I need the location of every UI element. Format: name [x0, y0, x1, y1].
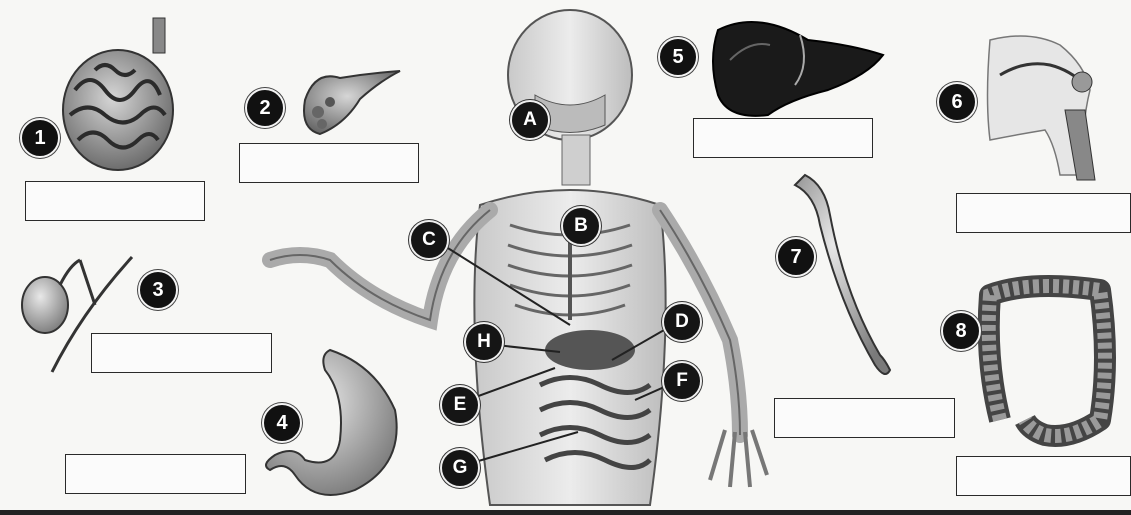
answer-box-2[interactable]	[239, 143, 419, 183]
mouth-illustration	[988, 36, 1096, 180]
organ-number-4: 4	[262, 403, 302, 443]
answer-box-4[interactable]	[65, 454, 246, 494]
body-label-G: G	[440, 448, 480, 488]
answer-box-3[interactable]	[91, 333, 272, 373]
answer-box-7[interactable]	[774, 398, 955, 438]
organ-number-7: 7	[776, 237, 816, 277]
body-label-C: C	[409, 220, 449, 260]
esophagus-illustration	[795, 175, 890, 374]
pancreas-illustration	[304, 71, 400, 134]
organ-number-1: 1	[20, 118, 60, 158]
organ-number-6: 6	[937, 82, 977, 122]
answer-box-8[interactable]	[956, 456, 1131, 496]
body-label-F: F	[662, 361, 702, 401]
body-label-H: H	[464, 322, 504, 362]
bottom-border	[0, 510, 1131, 515]
body-label-D: D	[662, 302, 702, 342]
small-intestine-illustration	[63, 18, 173, 170]
answer-box-5[interactable]	[693, 118, 873, 158]
organ-number-5: 5	[658, 37, 698, 77]
answer-box-6[interactable]	[956, 193, 1131, 233]
organ-number-8: 8	[941, 311, 981, 351]
body-label-B: B	[561, 206, 601, 246]
organ-number-2: 2	[245, 88, 285, 128]
organ-number-3: 3	[138, 270, 178, 310]
body-label-A: A	[510, 100, 550, 140]
body-label-E: E	[440, 385, 480, 425]
answer-box-1[interactable]	[25, 181, 205, 221]
liver-illustration	[713, 22, 883, 116]
large-intestine-illustration	[989, 286, 1105, 436]
